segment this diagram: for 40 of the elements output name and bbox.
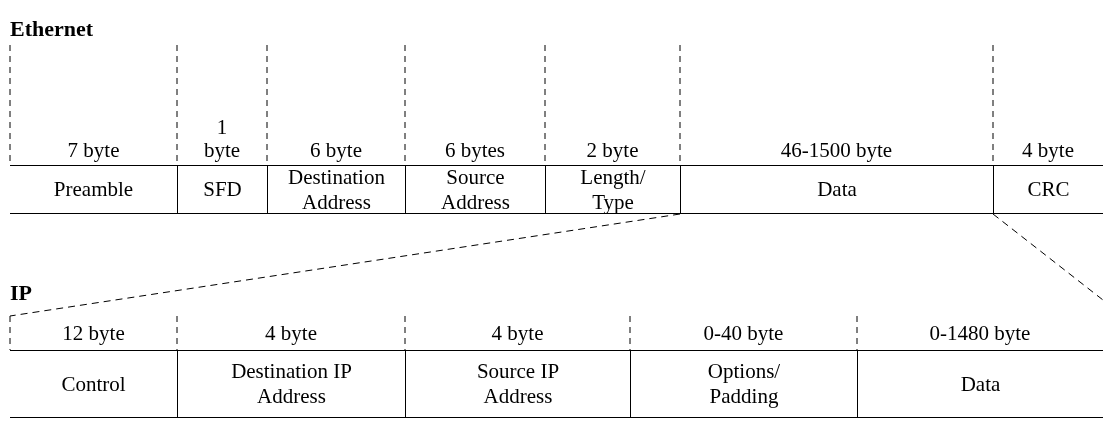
field-label: Source IP Address xyxy=(475,359,561,409)
size-label: 1 byte xyxy=(202,116,242,162)
size-label: 7 byte xyxy=(66,139,121,162)
field-label: Preamble xyxy=(53,177,134,202)
field-cell xyxy=(177,165,267,214)
field-cell xyxy=(267,165,405,214)
field-label: Data xyxy=(960,371,1001,397)
field-label: Options/ Padding xyxy=(706,359,782,409)
field-label: CRC xyxy=(1027,177,1070,202)
field-cell xyxy=(405,165,545,214)
size-label: 46-1500 byte xyxy=(779,139,894,162)
field-label: Source Address xyxy=(440,164,511,215)
section-heading: Ethernet xyxy=(10,16,94,42)
field-cell xyxy=(630,350,857,418)
field-cell xyxy=(405,350,630,418)
field-label: Length/ Type xyxy=(579,164,647,215)
zoom-line xyxy=(9,213,681,317)
field-label: Destination Address xyxy=(287,164,386,215)
field-label: Data xyxy=(817,177,857,202)
size-label: 6 byte xyxy=(309,139,363,162)
size-label: 0-40 byte xyxy=(702,322,785,345)
field-label: Control xyxy=(61,371,126,397)
field-cell xyxy=(10,350,177,418)
size-label: 4 byte xyxy=(490,322,545,345)
field-label: Destination IP Address xyxy=(230,359,353,409)
field-cell xyxy=(10,165,177,214)
field-cell xyxy=(857,350,1103,418)
size-label: 0-1480 byte xyxy=(928,322,1032,345)
section-heading: IP xyxy=(10,280,32,306)
size-label: 6 bytes xyxy=(443,139,507,162)
size-label: 4 byte xyxy=(264,322,318,345)
size-label: 12 byte xyxy=(61,322,126,345)
field-cell xyxy=(177,350,405,418)
field-cell xyxy=(993,165,1103,214)
size-label: 2 byte xyxy=(585,139,640,162)
field-cell xyxy=(680,165,993,214)
field-label: SFD xyxy=(203,177,242,202)
field-cell xyxy=(545,165,680,214)
zoom-line xyxy=(992,213,1104,301)
size-label: 4 byte xyxy=(1021,139,1075,162)
